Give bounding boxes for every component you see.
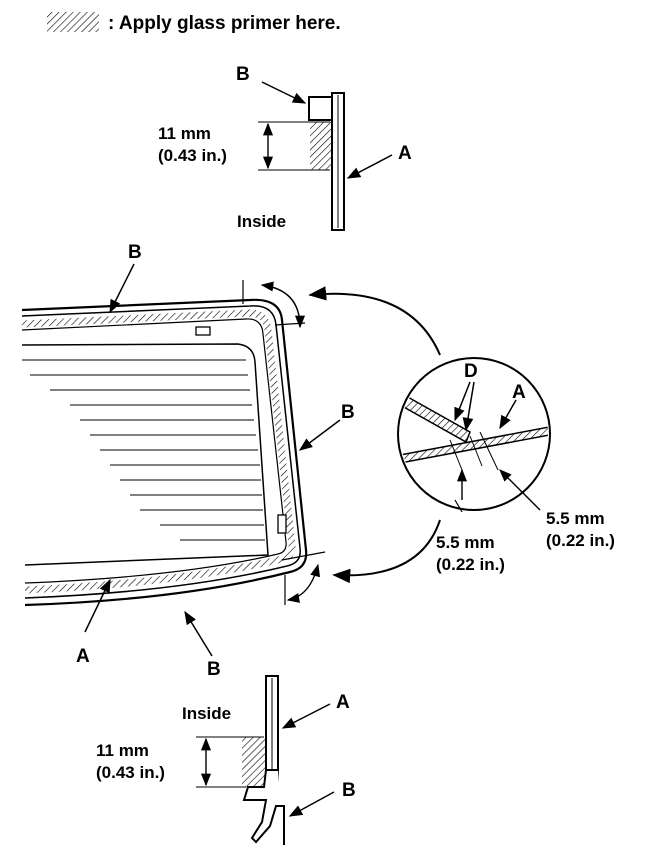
circle-leader-d2: [462, 381, 475, 432]
top-dim-mm: 11 mm: [158, 124, 211, 143]
top-primer-area: [310, 122, 332, 170]
legend: : Apply glass primer here.: [47, 12, 341, 34]
bottom-label-inside: Inside: [182, 704, 231, 723]
main-label-b-bottom: B: [207, 659, 221, 680]
magnified-detail: [397, 357, 551, 513]
top-edge-section: [258, 81, 393, 231]
main-leader-a-bottom: [84, 578, 111, 633]
legend-hatch-swatch: [47, 12, 99, 32]
top-leader-a: [346, 154, 393, 179]
bottom-leader-a: [281, 703, 331, 729]
callout-arrow-top: [308, 286, 441, 356]
callout-arrow-bottom: [332, 519, 441, 584]
bottom-edge-section: [196, 675, 335, 845]
circle-label-a: A: [512, 382, 526, 403]
main-label-a-bottom: A: [76, 646, 90, 667]
circle-dim-left-in: (0.22 in.): [436, 555, 505, 574]
main-leader-b-top: [109, 263, 135, 314]
main-label-b-right: B: [341, 402, 355, 423]
top-molding-block: [308, 96, 333, 121]
bottom-label-a: A: [336, 692, 350, 713]
bottom-label-b: B: [342, 780, 356, 801]
top-label-inside: Inside: [237, 212, 286, 231]
top-dim-in: (0.43 in.): [158, 146, 227, 165]
circle-dim-right-in: (0.22 in.): [546, 531, 615, 550]
legend-text: : Apply glass primer here.: [108, 13, 341, 34]
bottom-dim-mm: 11 mm: [96, 741, 149, 760]
bottom-molding-profile: [242, 769, 285, 845]
circle-dim-right-mm: 5.5 mm: [546, 509, 605, 528]
circle-leader-d1: [454, 381, 471, 422]
main-leader-b-right: [298, 419, 341, 451]
bottom-leader-b: [288, 791, 335, 817]
circle-dim-left-mm: 5.5 mm: [436, 533, 495, 552]
bottom-primer-area: [242, 737, 266, 787]
top-label-a: A: [398, 143, 412, 164]
main-label-b-top: B: [128, 242, 142, 263]
windshield-glass: [21, 280, 326, 607]
circle-label-d: D: [464, 361, 478, 382]
main-leader-b-bottom: [184, 610, 213, 657]
circle-leader-a: [499, 399, 517, 430]
bottom-dim-in: (0.43 in.): [96, 763, 165, 782]
top-label-b: B: [236, 64, 250, 85]
top-leader-b: [261, 81, 307, 104]
